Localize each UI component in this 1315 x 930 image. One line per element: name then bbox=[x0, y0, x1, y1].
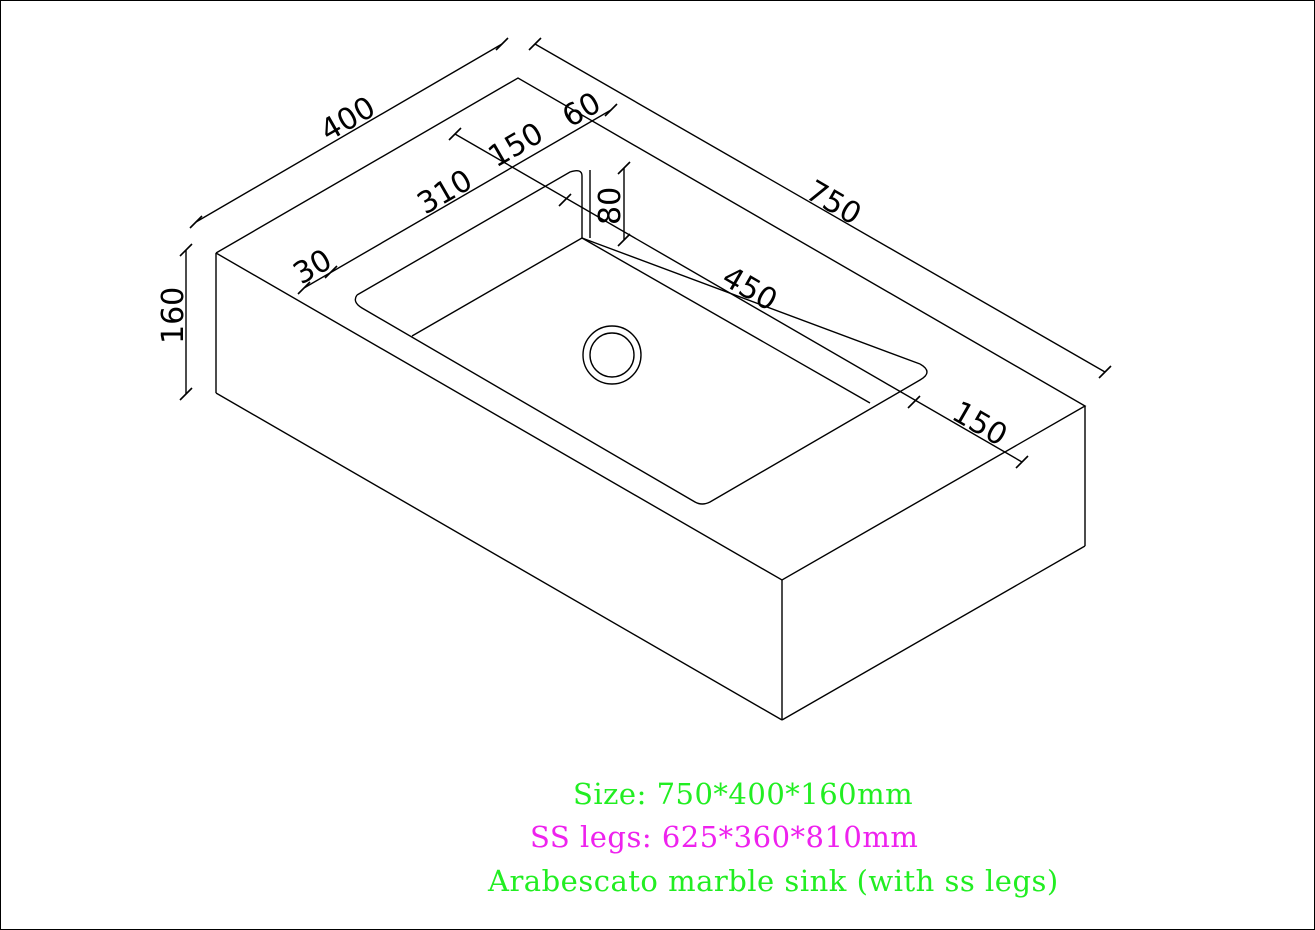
size-caption: Size: 750*400*160mm bbox=[573, 777, 914, 811]
dim-basin-depth-label: 310 bbox=[412, 163, 479, 222]
dim-rim-right-label: 150 bbox=[946, 395, 1013, 454]
title-caption: Arabescato marble sink (with ss legs) bbox=[488, 864, 1059, 898]
legs-caption: SS legs: 625*360*810mm bbox=[530, 820, 919, 854]
dim-basin-height-label: 80 bbox=[593, 187, 628, 225]
dim-length-label: 750 bbox=[800, 174, 867, 233]
dim-front-rim-label: 30 bbox=[288, 243, 339, 292]
dim-depth-label: 400 bbox=[315, 90, 382, 149]
drain-inner bbox=[589, 332, 635, 378]
dim-height-label: 160 bbox=[156, 287, 191, 344]
sink-body bbox=[215, 77, 1087, 721]
drain-outer bbox=[582, 325, 642, 385]
dimension-lines bbox=[179, 37, 1112, 469]
basin bbox=[354, 169, 928, 505]
dim-wall-back-label: 60 bbox=[557, 86, 608, 135]
dim-rim-left-label: 150 bbox=[483, 116, 550, 175]
